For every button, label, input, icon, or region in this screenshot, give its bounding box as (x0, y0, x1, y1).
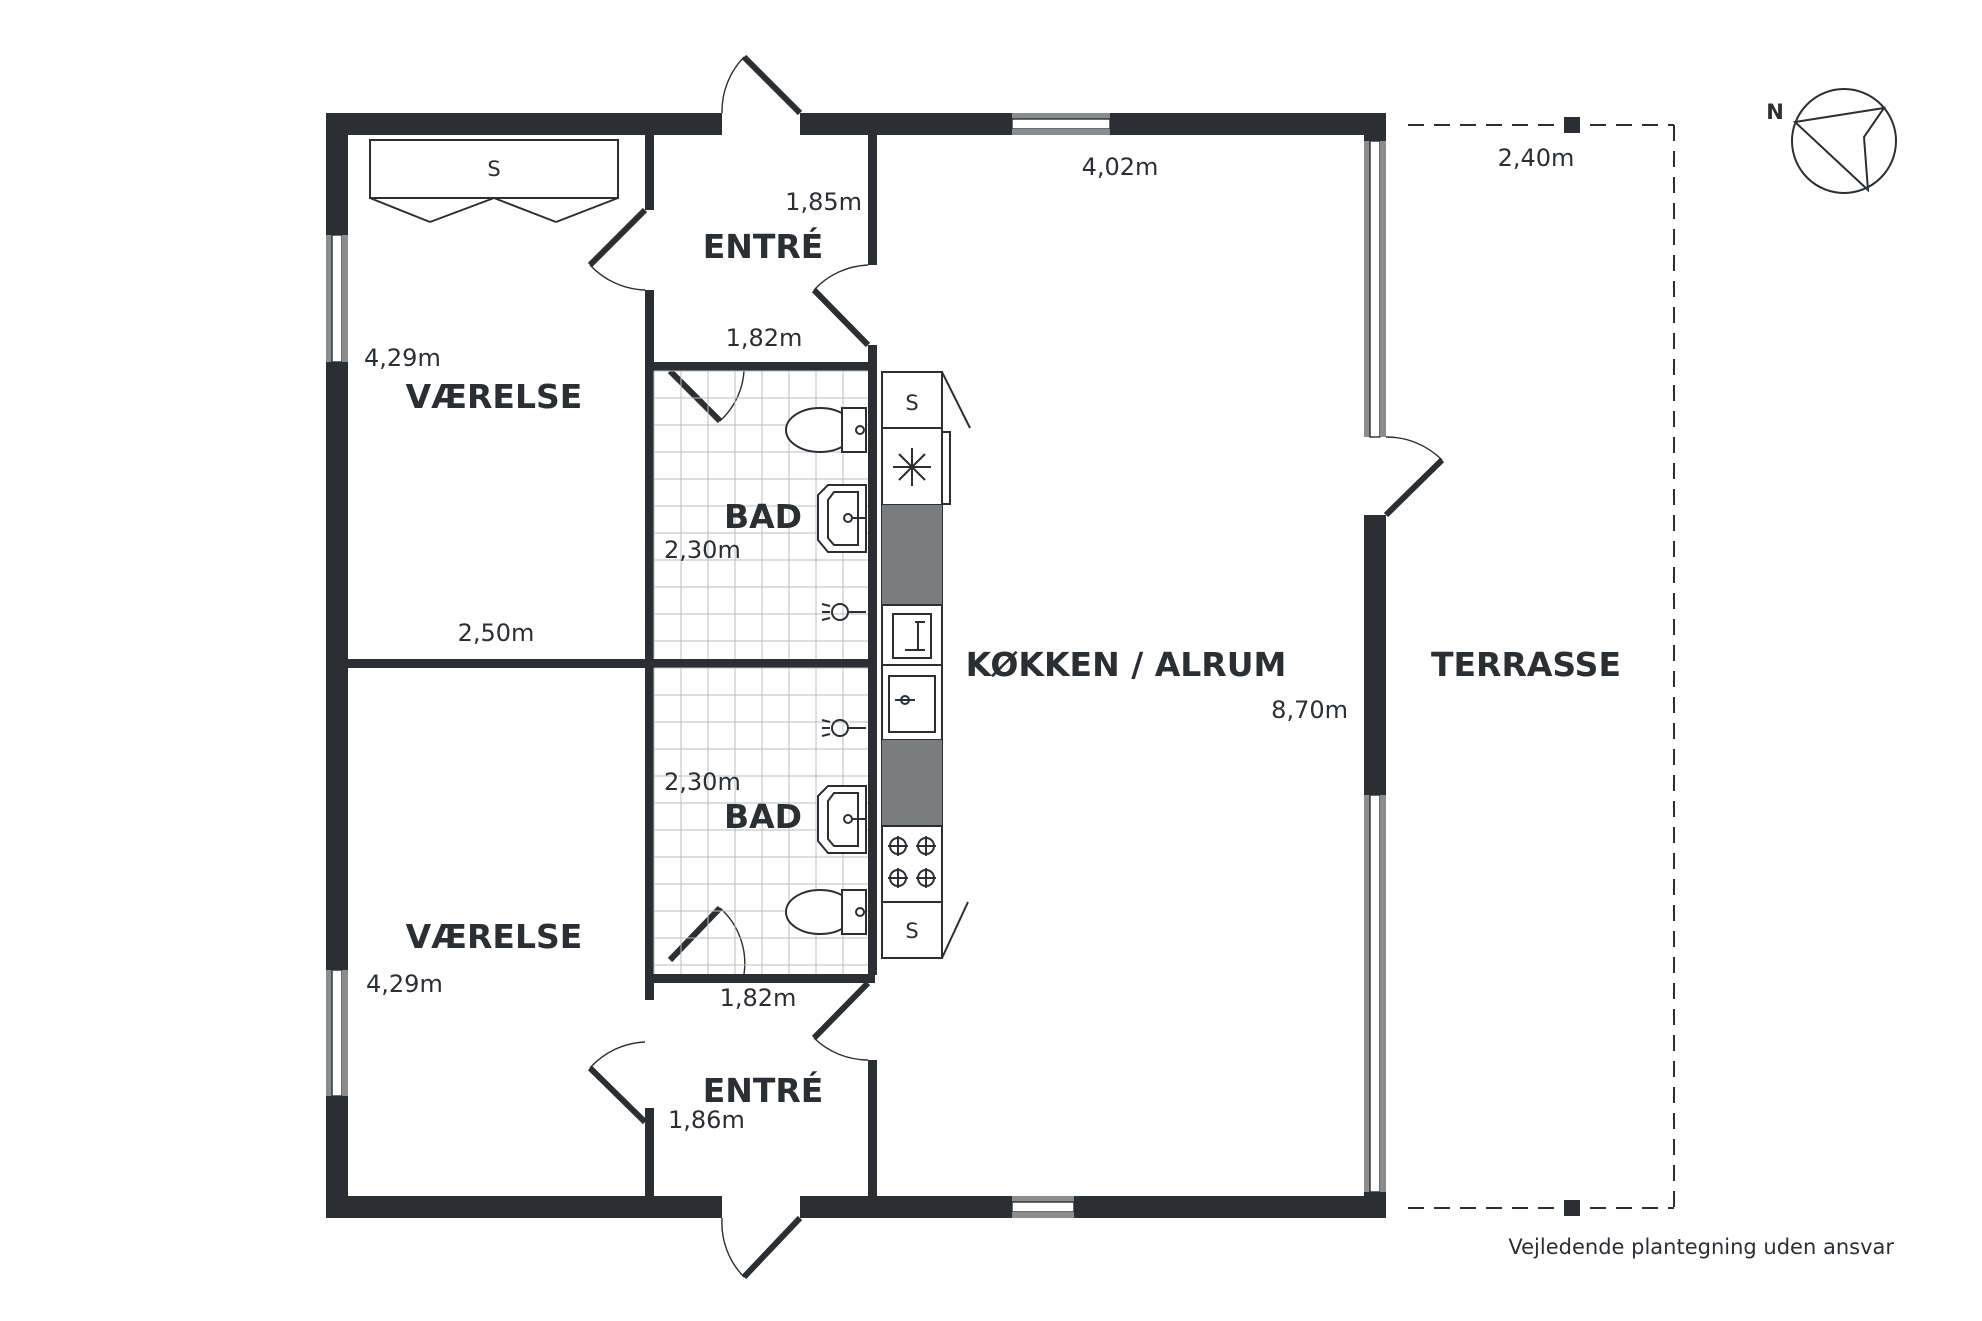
compass-north-label: N (1766, 100, 1784, 124)
dim-entre-bottom-width: 1,82m (720, 984, 797, 1012)
room-label-terrasse: TERRASSE (1431, 645, 1621, 684)
windows (326, 113, 1386, 1218)
room-labels: VÆRELSE VÆRELSE ENTRÉ ENTRÉ BAD BAD KØKK… (406, 226, 1621, 1110)
room-label-entre-top: ENTRÉ (703, 226, 824, 266)
terrace-outline (1408, 117, 1675, 1216)
kitchen-top-cabinet-label: S (905, 391, 918, 415)
outer-walls (326, 113, 1386, 1218)
wardrobe-label: S (487, 157, 500, 181)
room-label-kokken: KØKKEN / ALRUM (966, 645, 1287, 684)
kitchen-bottom-cabinet-label: S (905, 919, 918, 943)
dim-vaerelse-top-width: 2,50m (458, 619, 535, 647)
room-label-vaerelse-bottom: VÆRELSE (406, 917, 583, 956)
dim-entre-bottom-side: 1,86m (668, 1106, 745, 1134)
disclaimer: Vejledende plantegning uden ansvar (1508, 1235, 1894, 1259)
dim-vaerelse-top-side: 4,29m (364, 344, 441, 372)
bath-top-fixtures (785, 407, 867, 621)
doors (587, 54, 1445, 1280)
dim-kokken-side: 8,70m (1271, 696, 1348, 724)
interior-walls (348, 135, 877, 1206)
room-label-bad-bottom: BAD (724, 797, 802, 836)
compass: N (1766, 88, 1897, 194)
dim-entre-top-width: 1,82m (726, 324, 803, 352)
dim-bad-top-side: 2,30m (664, 536, 741, 564)
dim-terrasse-width: 2,40m (1498, 144, 1575, 172)
room-label-entre-bottom: ENTRÉ (703, 1070, 824, 1110)
room-label-vaerelse-top: VÆRELSE (406, 377, 583, 416)
room-label-bad-top: BAD (724, 497, 802, 536)
dim-kokken-width: 4,02m (1082, 153, 1159, 181)
dim-bad-bottom-side: 2,30m (664, 768, 741, 796)
dim-vaerelse-bottom-side: 4,29m (366, 970, 443, 998)
bath-bottom-fixtures (785, 719, 867, 935)
dim-entre-top-side: 1,85m (785, 188, 862, 216)
dimension-labels: 4,29m 2,50m 4,29m 1,85m 1,82m 1,82m 1,86… (364, 144, 1574, 1134)
kitchen-counter: S (881, 371, 971, 959)
snowflake-icon (893, 448, 931, 486)
wardrobe: S (369, 139, 619, 223)
bathroom-tiles (653, 370, 868, 974)
